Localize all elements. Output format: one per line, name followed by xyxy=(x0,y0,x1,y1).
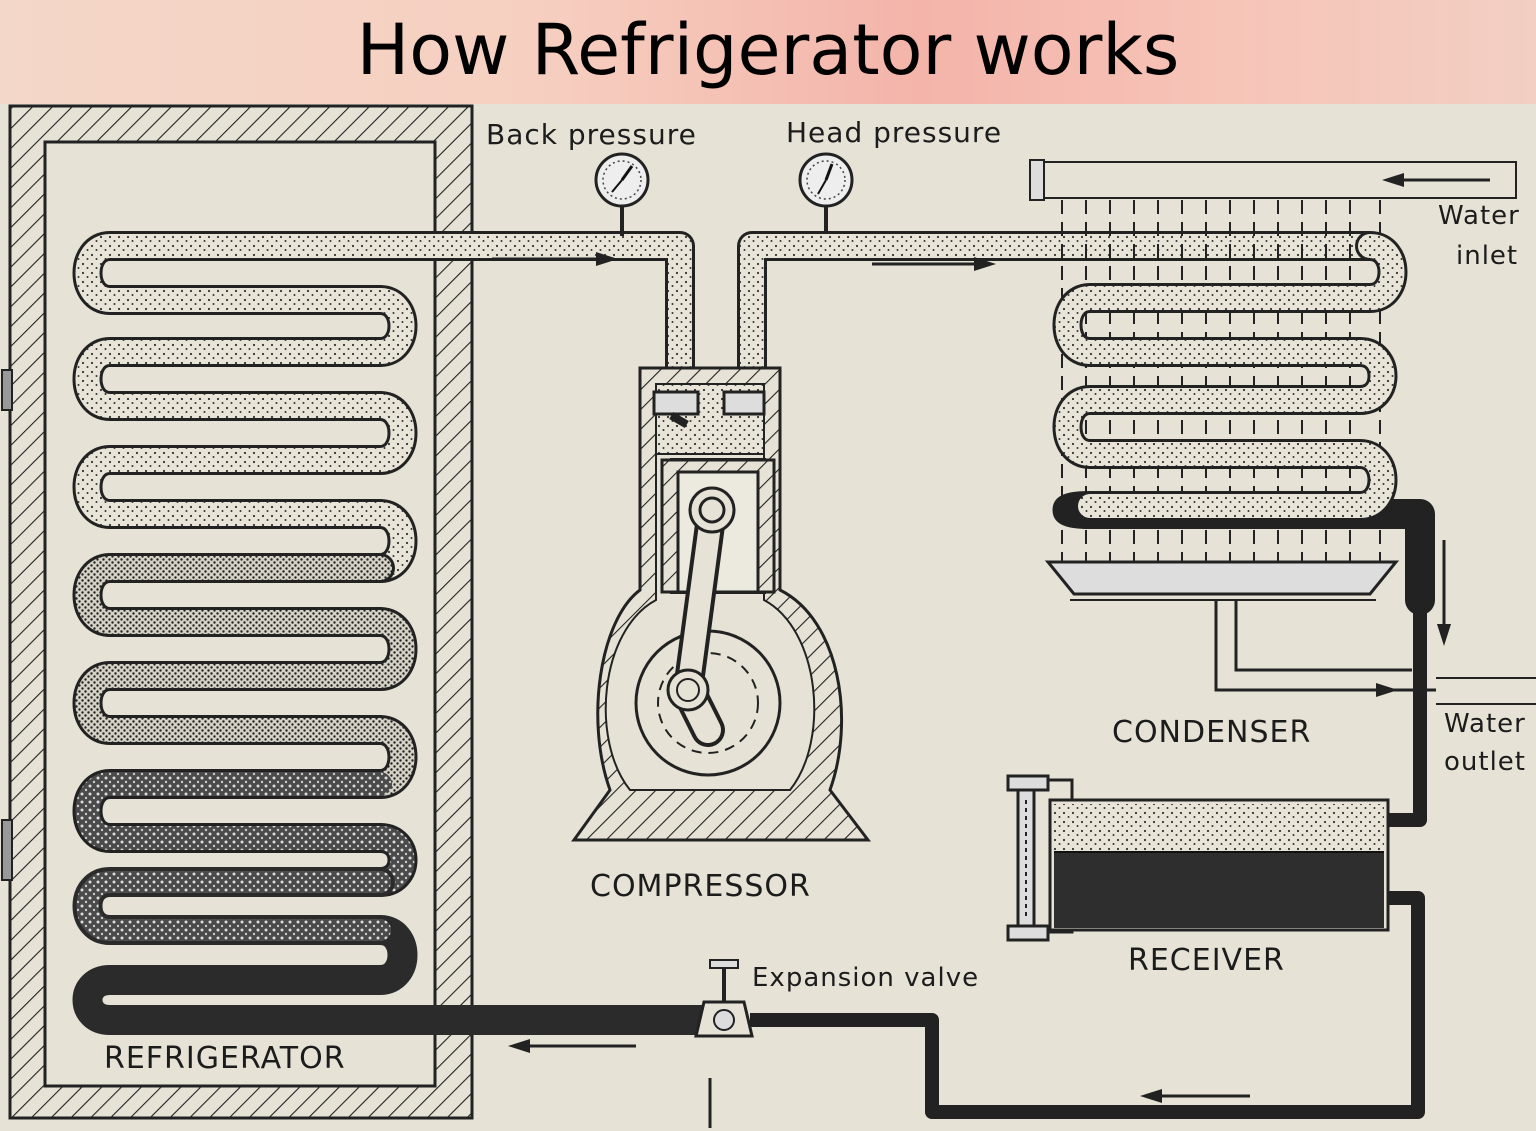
liquid-flow-arrow xyxy=(1140,1089,1250,1103)
page-title: How Refrigerator works xyxy=(356,9,1180,91)
water-outlet-arrow xyxy=(1300,683,1398,697)
condenser-label: CONDENSER xyxy=(1112,715,1311,750)
title-band xyxy=(0,0,1536,104)
return-flow-arrow xyxy=(508,1039,636,1053)
liquid-line xyxy=(750,514,1427,1119)
head-pressure-label: Head pressure xyxy=(786,116,1002,149)
water-inlet-label-1: Water xyxy=(1438,201,1520,231)
discharge-line xyxy=(737,231,1370,372)
expansion-valve-label: Expansion valve xyxy=(752,963,979,993)
condensate-flow-arrow xyxy=(1437,540,1451,646)
refrigerator-label: REFRIGERATOR xyxy=(104,1041,346,1076)
compressor xyxy=(571,366,872,842)
suction-flow-arrow xyxy=(492,252,618,266)
condenser xyxy=(1029,159,1536,705)
refrigeration-cycle-diagram: Back pressure Head pressure xyxy=(1,104,1536,1128)
compressor-label: COMPRESSOR xyxy=(590,869,811,904)
receiver-label: RECEIVER xyxy=(1128,943,1285,978)
discharge-flow-arrow xyxy=(872,257,996,271)
back-pressure-gauge xyxy=(594,152,650,236)
expansion-valve xyxy=(694,959,754,1128)
back-pressure-label: Back pressure xyxy=(486,118,697,151)
receiver xyxy=(1006,774,1390,942)
head-pressure-gauge xyxy=(798,152,854,236)
water-inlet-arrow xyxy=(1382,173,1490,187)
water-outlet-label-2: outlet xyxy=(1444,747,1526,777)
evaporator-coil xyxy=(72,231,735,1035)
water-inlet-label-2: inlet xyxy=(1456,241,1518,271)
water-outlet-label-1: Water xyxy=(1444,709,1526,739)
